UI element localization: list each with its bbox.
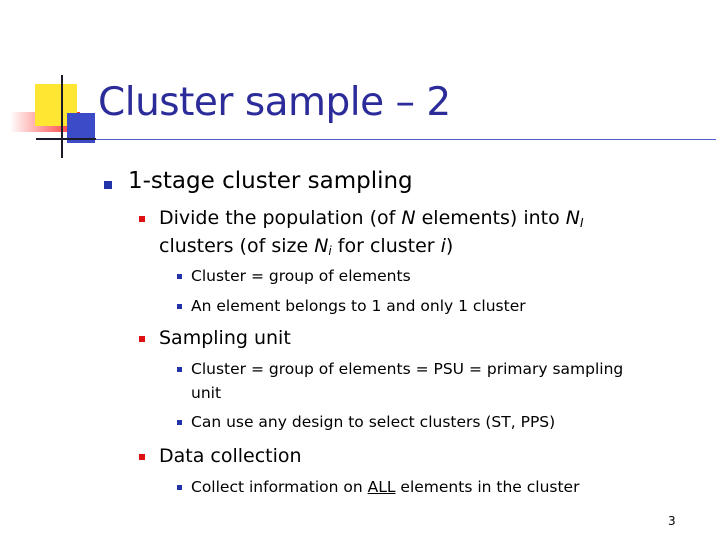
title-underline-rule (96, 139, 716, 140)
bullet-level3-icon (177, 274, 182, 279)
bullet-level3-icon (177, 485, 182, 490)
bullet-level2-icon (139, 336, 145, 342)
bullet-data-collection: Data collection (159, 445, 302, 467)
collect-all: ALL (367, 478, 396, 496)
bullet-one-stage: 1-stage cluster sampling (128, 168, 413, 194)
bullet-sampling-unit: Sampling unit (159, 327, 291, 349)
bullet-level2-icon (139, 454, 145, 460)
page-number: 3 (668, 514, 676, 528)
collect-text-1: Collect information on (191, 478, 368, 496)
bullet-level2-icon (139, 216, 145, 222)
divide-Ni: N (314, 235, 329, 257)
bullet-collect: Collect information on ALL elements in t… (191, 477, 579, 497)
bullet-cluster-def: Cluster = group of elements (191, 267, 411, 285)
collect-text-2: elements in the cluster (395, 478, 580, 496)
slide-title: Cluster sample – 2 (98, 80, 451, 125)
bullet-level1-icon (104, 181, 112, 189)
divide-N: N (401, 207, 416, 229)
divide-text-5: ) (445, 235, 454, 257)
divide-text-2: elements) into (415, 207, 566, 229)
bullet-divide-line2: clusters (of size Ni for cluster i) (159, 233, 453, 259)
divide-i-sub: i (328, 244, 332, 258)
bullet-divide-line1: Divide the population (of N elements) in… (159, 205, 584, 231)
horizontal-line-decoration (36, 138, 96, 140)
divide-NI: N (565, 207, 580, 229)
vertical-line-decoration (61, 75, 63, 158)
bullet-psu-line1: Cluster = group of elements = PSU = prim… (191, 360, 624, 378)
bullet-psu-line2: unit (191, 384, 222, 402)
bullet-belongs: An element belongs to 1 and only 1 clust… (191, 297, 526, 315)
divide-text-4: for cluster (331, 235, 441, 257)
bullet-level3-icon (177, 304, 182, 309)
bullet-level3-icon (177, 420, 182, 425)
divide-I-sub: I (579, 216, 584, 230)
bullet-design: Can use any design to select clusters (S… (191, 413, 556, 431)
divide-text-1: Divide the population (of (159, 207, 402, 229)
divide-text-3: clusters (of size (159, 235, 315, 257)
divide-i: i (440, 235, 446, 257)
bullet-level3-icon (177, 367, 182, 372)
